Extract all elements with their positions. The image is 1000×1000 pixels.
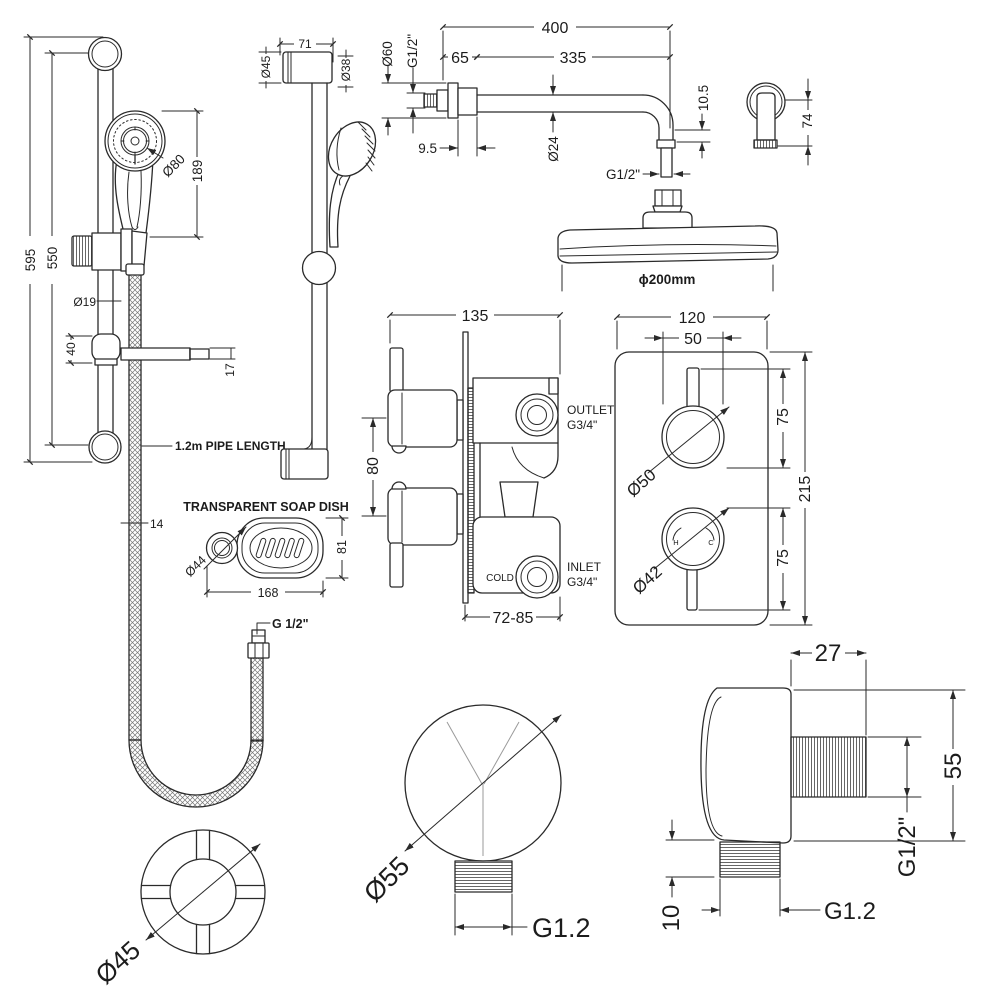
- dim-dia80: Ø80: [159, 151, 188, 180]
- dim-75-top: 75: [775, 408, 792, 426]
- soap-dish-drawing: TRANSPARENT SOAP DISH Ø44 168 81: [182, 500, 349, 600]
- dim-72-85: 72-85: [493, 610, 534, 627]
- dim-40: 40: [64, 342, 78, 356]
- cold-mark: C: [708, 538, 714, 547]
- dim-75-bottom: 75: [775, 549, 792, 567]
- dim-10: 10: [658, 905, 685, 932]
- elbow-bottom-stub: [719, 841, 781, 878]
- valve-plate: [614, 351, 769, 626]
- outlet-elbow-side: 27 55 G1/2" 10 G1.2: [658, 638, 967, 931]
- dim-10-5: 10.5: [696, 85, 711, 111]
- elbow-body: [700, 687, 792, 844]
- hose-length-note: 1.2m PIPE LENGTH: [175, 439, 286, 453]
- dim-dia45-flange: Ø45: [89, 935, 146, 990]
- escutcheon-thread: G1.2: [532, 913, 591, 943]
- dim-74: 74: [800, 113, 815, 129]
- dim-dia200: ϕ200mm: [639, 272, 696, 287]
- wall-outlet-small: 74: [746, 78, 815, 166]
- hose-thread-label: G 1/2": [272, 617, 309, 631]
- slide-rail-side-view: 71 Ø45 Ø38: [258, 36, 377, 480]
- dim-168: 168: [258, 586, 279, 600]
- dim-dia19: Ø19: [73, 295, 96, 309]
- dim-dia45-side: Ø45: [259, 55, 273, 78]
- dim-9-5: 9.5: [418, 141, 437, 156]
- slide-rail-front-view: 595 550: [22, 33, 286, 741]
- dim-335: 335: [560, 50, 587, 67]
- dim-71: 71: [298, 37, 312, 51]
- dim-50: 50: [684, 331, 702, 348]
- dim-595: 595: [23, 249, 38, 272]
- dim-550: 550: [45, 247, 60, 270]
- outlet-thread: G3/4": [567, 418, 597, 432]
- shower-head-profile: ϕ200mm: [557, 189, 779, 292]
- outlet-escutcheon-front: Ø55 G1.2: [358, 704, 591, 943]
- shower-hose: [128, 273, 142, 741]
- inlet-thread: G3/4": [567, 575, 597, 589]
- dim-dia60: Ø60: [380, 41, 395, 67]
- valve-side-view: 135 80 COLD OUTLET: [361, 307, 615, 627]
- elbow-stub-thread: G1.2: [824, 898, 876, 925]
- dim-65: 65: [451, 50, 469, 67]
- dim-27: 27: [815, 640, 842, 667]
- dim-215: 215: [797, 476, 814, 503]
- dim-400: 400: [542, 20, 569, 37]
- soap-dish-slots: [255, 537, 305, 559]
- dim-dia55: Ø55: [358, 851, 415, 908]
- dim-dia38: Ø38: [339, 58, 353, 81]
- elbow-thread-boss: [790, 736, 867, 798]
- cold-label: COLD: [486, 573, 514, 584]
- hose-loop: G 1/2": [128, 617, 309, 808]
- handset-side-profile: [327, 121, 377, 248]
- handset-head: [104, 110, 166, 172]
- dim-80: 80: [365, 457, 382, 475]
- slider-knob: [71, 235, 93, 267]
- arm-tip-thread: G1/2": [606, 167, 640, 182]
- dim-55: 55: [940, 753, 967, 780]
- dim-dia24: Ø24: [546, 136, 561, 162]
- bottom-bracket: [280, 448, 329, 480]
- dim-120: 120: [679, 310, 706, 327]
- elbow-boss-thread: G1/2": [894, 817, 921, 878]
- shower-arm-drawing: 400 65 335 Ø60 G1/2" 9.5: [380, 19, 711, 182]
- dim-81: 81: [335, 540, 349, 554]
- soap-dish-title: TRANSPARENT SOAP DISH: [183, 500, 349, 514]
- dim-14: 14: [150, 517, 164, 531]
- inlet-label: INLET: [567, 560, 602, 574]
- top-bracket: [282, 51, 333, 84]
- dim-189: 189: [190, 160, 205, 183]
- outlet-label: OUTLET: [567, 403, 615, 417]
- arm-wall-thread: G1/2": [405, 34, 420, 68]
- valve-front-view: 120 50 Ø50 H C Ø42 75 75: [613, 309, 814, 626]
- hot-mark: H: [673, 538, 678, 547]
- wall-flange-front: Ø45: [89, 829, 266, 990]
- dim-17: 17: [223, 363, 237, 377]
- dim-dia44: Ø44: [182, 553, 209, 580]
- dim-135: 135: [462, 308, 489, 325]
- slider-ball: [301, 250, 337, 286]
